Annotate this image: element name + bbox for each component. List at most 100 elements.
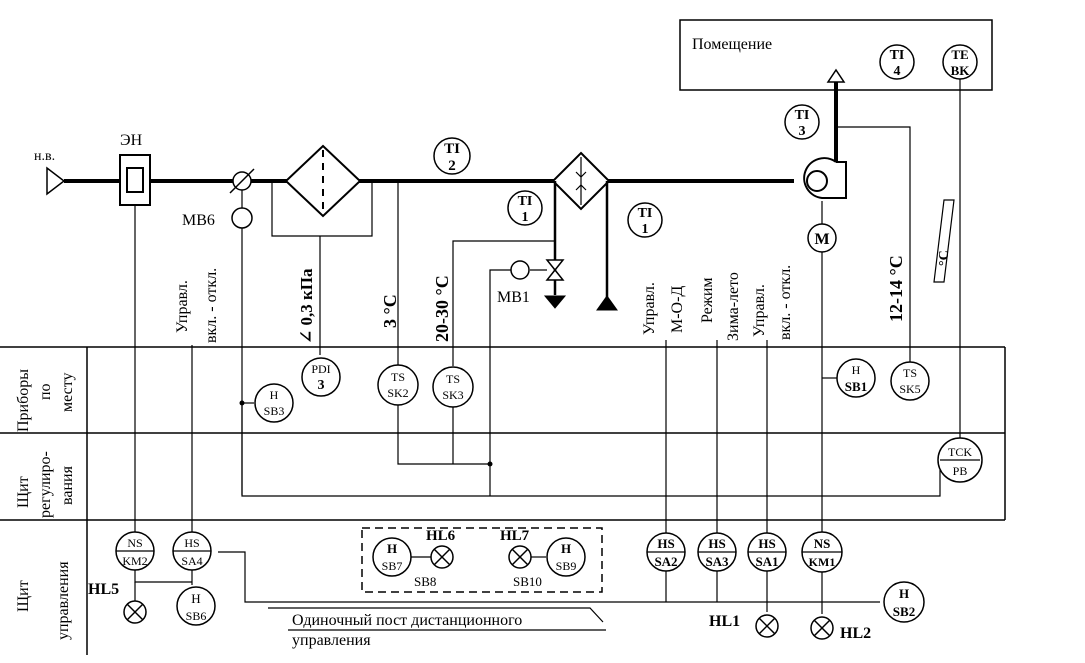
- heater-label: ЭН: [120, 132, 143, 149]
- svg-text:12-14 °С: 12-14 °С: [886, 255, 906, 322]
- svg-text:Щит: Щит: [15, 476, 32, 508]
- svg-text:SK5: SK5: [899, 382, 920, 396]
- row-label-regulation: Щит регулиро- вания: [15, 451, 76, 518]
- return-arrow-icon: [543, 295, 567, 309]
- switch-hs-sa2: HS SA2: [646, 532, 686, 572]
- supply-water-arrow-icon: [596, 295, 618, 311]
- svg-text:вкл. - откл.: вкл. - откл.: [777, 265, 794, 340]
- sk5-line: [836, 126, 911, 362]
- svg-text:Режим: Режим: [699, 277, 716, 323]
- svg-text:H: H: [387, 541, 397, 556]
- supply-arrow-icon: [826, 68, 846, 83]
- instrument-ti1-a: TI 1: [507, 190, 543, 226]
- svg-text:SA1: SA1: [755, 554, 778, 569]
- instrument-pdi3: PDI 3: [301, 357, 341, 397]
- valve-mb1: МВ1: [489, 259, 565, 496]
- electric-heater: ЭН: [119, 132, 151, 532]
- svg-text:H: H: [561, 541, 571, 556]
- svg-text:по: по: [37, 383, 54, 400]
- svg-text:Приборы: Приборы: [15, 369, 32, 432]
- outside-air-label: н.в.: [34, 149, 55, 164]
- switch-hs-sa3: HS SA3: [697, 532, 737, 572]
- svg-text:∠ 0,3 кПа: ∠ 0,3 кПа: [297, 268, 316, 344]
- svg-text:TS: TS: [391, 370, 405, 384]
- svg-text:HL1: HL1: [709, 613, 740, 630]
- lamp-hl1: HL1: [709, 613, 779, 638]
- svg-text:HS: HS: [657, 536, 674, 551]
- button-h-sb2: H SB2: [883, 581, 925, 623]
- svg-text:Зима-лето: Зима-лето: [725, 272, 742, 341]
- lamp-hl2: HL2: [810, 616, 871, 642]
- svg-text:управления: управления: [292, 632, 371, 649]
- instrument-ti3: TI 3: [784, 104, 820, 140]
- svg-text:HS: HS: [758, 536, 775, 551]
- button-h-sb6: H SB6: [176, 586, 216, 626]
- svg-text:управления: управления: [55, 561, 72, 640]
- instrument-ti1-b: TI 1: [627, 202, 663, 238]
- svg-text:3: 3: [799, 124, 806, 139]
- lamp-hl5: HL5: [88, 581, 147, 624]
- svg-text:месту: месту: [59, 372, 76, 412]
- svg-text:KM2: KM2: [122, 554, 147, 568]
- svg-text:H: H: [852, 363, 861, 377]
- svg-text:вкл. - откл.: вкл. - откл.: [203, 268, 220, 343]
- svg-text:TI: TI: [518, 194, 533, 209]
- svg-text:Управл.: Управл.: [174, 280, 191, 333]
- svg-text:1: 1: [522, 210, 529, 225]
- indicator-ns-km2: NS KM2: [115, 531, 155, 571]
- svg-text:вания: вания: [59, 465, 76, 505]
- svg-text:NS: NS: [814, 536, 831, 551]
- svg-text:SB10: SB10: [513, 574, 542, 589]
- table-grid: [0, 346, 1006, 655]
- svg-text:HL7: HL7: [500, 528, 530, 544]
- svg-text:SB3: SB3: [264, 404, 285, 418]
- svg-text:TI: TI: [795, 108, 810, 123]
- svg-text:KM1: KM1: [809, 555, 836, 569]
- svg-text:TI: TI: [638, 206, 653, 221]
- svg-text:SB2: SB2: [893, 604, 915, 619]
- svg-text:TE: TE: [951, 47, 968, 62]
- instrument-tck-pb: TCK PB: [937, 437, 983, 483]
- svg-text:1: 1: [642, 222, 649, 237]
- svg-text:°С: °С: [937, 250, 952, 266]
- room-label: Помещение: [692, 36, 772, 53]
- damper-actuator-icon: [231, 207, 253, 229]
- svg-text:SB8: SB8: [414, 574, 436, 589]
- switch-hs-sa4: HS SA4: [172, 531, 212, 571]
- remote-control-post: H SB7 HL6 SB8 HL7 H SB9 SB10: [361, 527, 603, 593]
- svg-text:SK3: SK3: [442, 388, 463, 402]
- svg-text:TS: TS: [903, 366, 917, 380]
- svg-text:Одиночный пост дистанционного: Одиночный пост дистанционного: [292, 612, 522, 629]
- svg-text:HS: HS: [708, 536, 725, 551]
- svg-text:HL5: HL5: [88, 581, 119, 598]
- outside-air-inlet: н.в.: [34, 149, 66, 196]
- svg-text:3 °С: 3 °С: [380, 294, 400, 328]
- svg-text:SB7: SB7: [382, 559, 403, 573]
- vertical-notes: Управл. вкл. - откл. ∠ 0,3 кПа 3 °С 20-3…: [174, 255, 906, 540]
- instrument-tebk: TE BK: [942, 44, 978, 440]
- valve-label: МВ1: [497, 289, 530, 306]
- damper-label: МВ6: [182, 212, 215, 229]
- filter: [271, 144, 373, 355]
- svg-text:HL6: HL6: [426, 528, 456, 544]
- instrument-h-sb1: H SB1: [822, 358, 876, 398]
- svg-text:Щит: Щит: [15, 580, 32, 612]
- svg-text:регулиро-: регулиро-: [37, 451, 54, 518]
- indicator-ns-km1: NS KM1: [801, 531, 843, 573]
- fan: M: [803, 157, 847, 540]
- svg-text:HS: HS: [184, 536, 199, 550]
- svg-text:HL2: HL2: [840, 625, 871, 642]
- svg-text:SA2: SA2: [654, 554, 677, 569]
- svg-text:Управл.: Управл.: [641, 282, 658, 335]
- svg-text:TI: TI: [444, 141, 460, 157]
- svg-text:SA3: SA3: [705, 554, 729, 569]
- regulation-wiring: [241, 403, 941, 497]
- svg-text:H: H: [191, 591, 200, 606]
- room-temp-setpoint: °С: [933, 199, 955, 283]
- svg-text:Управл.: Управл.: [751, 284, 768, 337]
- water-heater: [543, 151, 618, 311]
- instrument-ts-sk2: TS SK2: [377, 364, 419, 406]
- svg-text:TS: TS: [446, 372, 460, 386]
- svg-text:3: 3: [318, 378, 325, 393]
